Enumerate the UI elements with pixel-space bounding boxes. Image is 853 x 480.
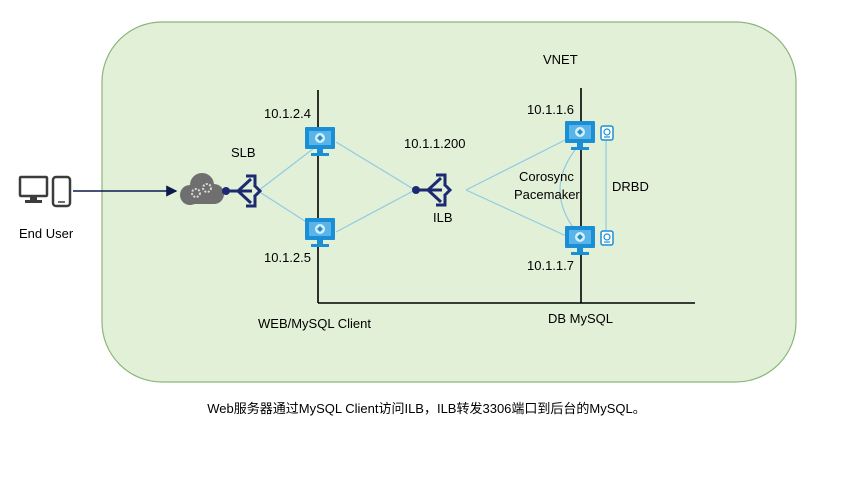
web-ip-1-label: 10.1.2.4 (264, 106, 311, 121)
drbd-label: DRBD (612, 179, 649, 194)
vnet-region (101, 21, 797, 383)
db-disk-1-icon (600, 125, 614, 141)
desktop-monitor-icon (18, 175, 49, 203)
ilb-ip-label: 10.1.1.200 (404, 136, 466, 151)
pacemaker-label: Pacemaker (514, 187, 580, 202)
cloud-gears-icon (180, 173, 224, 205)
mobile-phone-icon (51, 175, 72, 208)
web-subnet-label: WEB/MySQL Client (258, 316, 371, 331)
db-subnet-label: DB MySQL (548, 311, 614, 326)
ilb-label: ILB (433, 210, 453, 225)
db-disk-2-icon (600, 230, 614, 246)
web-ip-2-label: 10.1.2.5 (264, 250, 311, 265)
web-subnet-lines (317, 90, 520, 304)
db-ip-2-label: 10.1.1.7 (527, 258, 574, 273)
end-user-label: End User (19, 226, 74, 241)
slb-label: SLB (231, 145, 256, 160)
connection-lines (257, 134, 607, 241)
corosync-link (559, 149, 576, 231)
corosync-label: Corosync (519, 169, 574, 184)
diagram-caption: Web服务器通过MySQL Client访问ILB，ILB转发3306端口到后台… (207, 401, 646, 416)
vnet-label: VNET (543, 52, 578, 67)
db-ip-1-label: 10.1.1.6 (527, 102, 574, 117)
